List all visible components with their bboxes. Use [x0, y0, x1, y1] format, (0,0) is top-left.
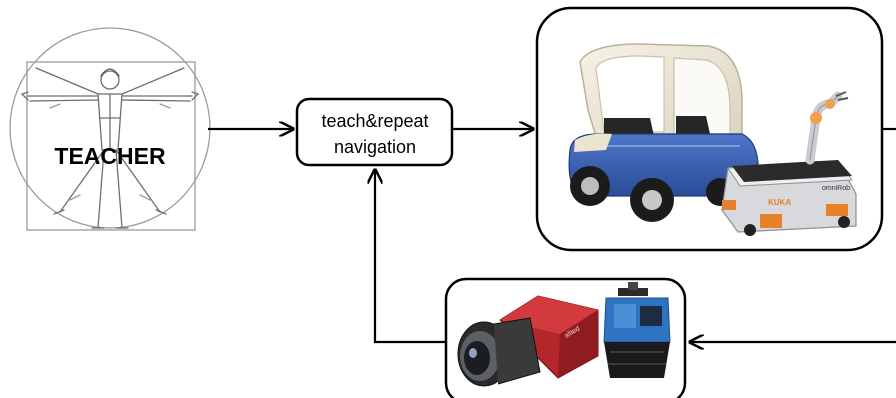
navigation-label-line2: navigation — [334, 137, 416, 157]
navigation-box: teach&repeat navigation — [295, 97, 454, 167]
vitruvian-man-drawing — [20, 67, 200, 229]
electric-car-image — [568, 43, 759, 222]
industrial-camera-image: allied — [457, 295, 599, 387]
laser-scanner-image — [603, 282, 671, 378]
kuka-mobile-manipulator-image: KUKA omniRob — [721, 91, 857, 236]
kuka-brand-text: KUKA — [768, 198, 791, 207]
navigation-label-line1: teach&repeat — [321, 111, 428, 131]
robots-box: KUKA omniRob — [535, 6, 884, 252]
teacher-square-frame — [26, 61, 196, 231]
teacher-label: TEACHER — [54, 143, 166, 169]
teacher-figure: TEACHER — [9, 27, 211, 231]
kuka-model-text: omniRob — [822, 185, 850, 192]
kuka-orange-bumper — [760, 214, 782, 228]
arrow-sensors-to-navigation — [375, 170, 446, 344]
arrows — [208, 129, 896, 342]
navigation-box-frame — [295, 97, 454, 167]
sensors-box: allied — [444, 277, 687, 398]
